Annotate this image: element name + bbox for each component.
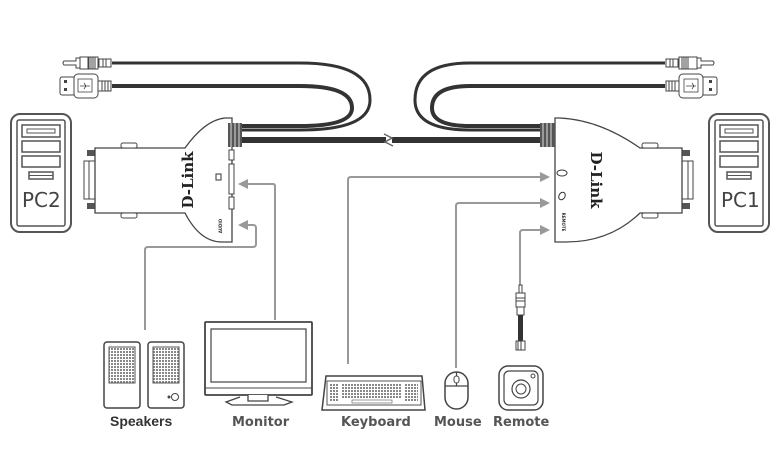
usb-connector-icon xyxy=(665,73,718,99)
connection-lines xyxy=(144,172,550,368)
audio-port-label: AUDIO xyxy=(218,218,223,233)
left-cable-bundle xyxy=(112,61,546,147)
monitor-icon xyxy=(204,321,313,406)
remote-port-label: REMOTE xyxy=(561,213,566,232)
right-cable-bundle xyxy=(413,61,665,132)
remote-connection-line xyxy=(519,225,550,285)
kvm-unit-right: D-Link REMOTE xyxy=(540,117,694,243)
mouse-connection-line xyxy=(455,198,550,368)
cable-break-icon xyxy=(383,133,394,147)
pc1-tower: PC1 xyxy=(708,113,770,233)
speakers-connection-line xyxy=(144,220,257,330)
pc1-label: PC1 xyxy=(721,188,760,212)
monitor-port-icon xyxy=(215,173,222,181)
audio-jack-icon xyxy=(665,56,715,70)
pc2-tower: PC2 xyxy=(10,113,72,233)
speakers-label: Speakers xyxy=(110,413,172,429)
remote-label: Remote xyxy=(493,415,550,430)
monitor-connection-line xyxy=(238,179,276,320)
audio-jack-icon xyxy=(62,56,112,70)
mouse-port-icon xyxy=(558,191,566,201)
keyboard-port-icon xyxy=(556,169,568,177)
mouse-icon xyxy=(444,371,469,410)
monitor-label: Monitor xyxy=(232,415,290,430)
kvm-unit-left: D-Link AUDIO xyxy=(83,117,242,243)
pc2-label: PC2 xyxy=(22,188,61,212)
keyboard-connection-line xyxy=(347,172,550,364)
keyboard-icon xyxy=(321,375,426,411)
speakers-icon xyxy=(103,341,185,409)
remote-icon xyxy=(498,284,544,411)
keyboard-label: Keyboard xyxy=(341,415,411,430)
usb-connector-icon xyxy=(59,73,112,99)
brand-logo: D-Link xyxy=(179,151,197,209)
brand-logo: D-Link xyxy=(587,151,605,209)
mouse-label: Mouse xyxy=(434,415,482,430)
